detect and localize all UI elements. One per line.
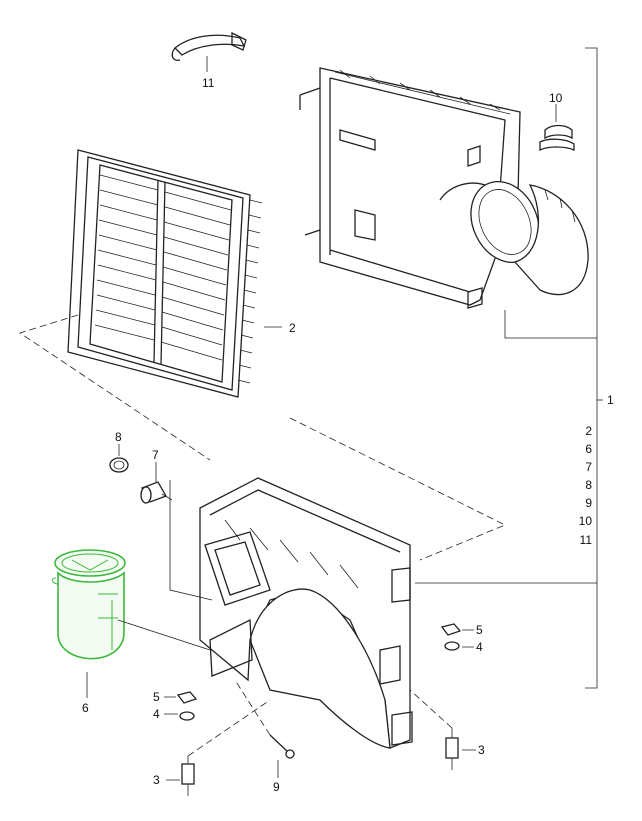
callout-7: 7: [152, 448, 159, 462]
assembly-list-item: 10: [579, 514, 593, 528]
callout-1: 1: [607, 393, 614, 407]
callout-3-right: 3: [478, 743, 485, 757]
nut-washer-left: [164, 691, 198, 721]
assembly-list-item: 9: [585, 496, 592, 510]
upper-housing-cover: [299, 67, 589, 309]
assembly-list-item: 8: [585, 478, 592, 492]
callout-2: 2: [289, 321, 296, 335]
assembly-list-item: 2: [585, 424, 592, 438]
screw-part-9: [234, 679, 295, 778]
hose-clamp-part-8: [109, 444, 129, 473]
nut-washer-right: [440, 623, 474, 651]
callout-4-left: 4: [153, 707, 160, 721]
lower-housing: [169, 477, 413, 749]
callout-8: 8: [115, 430, 122, 444]
assembly-parts-list: 2 6 7 8 9 10 11: [579, 424, 593, 547]
callout-3-left: 3: [153, 773, 160, 787]
assembly-list-item: 7: [585, 460, 592, 474]
callout-6: 6: [82, 701, 89, 715]
clip-part-11: [171, 31, 247, 72]
assembly-bracket: [415, 47, 603, 689]
callout-9: 9: [273, 780, 280, 794]
callout-4-right: 4: [476, 640, 483, 654]
rubber-mount-left: [166, 699, 271, 796]
valve-part-7: [140, 462, 173, 504]
alignment-lines: [19, 314, 506, 561]
rubber-mount-right: [409, 689, 476, 770]
callout-11: 11: [202, 76, 215, 90]
clip-part-10: [539, 104, 575, 152]
dust-cup-part-6: [51, 549, 211, 698]
assembly-list-item: 11: [580, 533, 593, 547]
callout-5-left: 5: [153, 690, 160, 704]
callout-10: 10: [549, 91, 563, 105]
assembly-list-item: 6: [585, 442, 592, 456]
air-filter-element: [67, 149, 282, 398]
callout-5-right: 5: [476, 623, 483, 637]
